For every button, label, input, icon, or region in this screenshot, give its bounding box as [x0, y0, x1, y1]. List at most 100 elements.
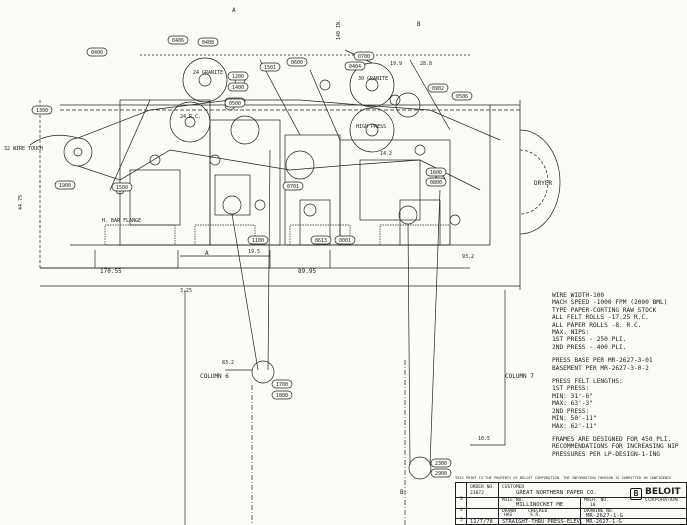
callout-bubble: [227, 71, 249, 81]
revision-4: 4: [460, 508, 463, 513]
dim-14-2: 14.2: [380, 151, 392, 157]
label-column-6: COLUMN 6: [200, 373, 229, 380]
spec-note-line: MACH SPEED -1000 FPM (2000 BML): [552, 299, 668, 307]
callout-bubble: [227, 82, 249, 92]
callout-label: 1800: [276, 393, 288, 399]
mill-name: MILLINOCKET ME: [516, 502, 564, 508]
callout-label: 1300: [36, 108, 48, 114]
drawn-label: DRAWN: [502, 509, 516, 514]
dim-83-2: 83.2: [222, 360, 234, 366]
beloit-logo: B BELOIT CORPORATION: [630, 486, 682, 510]
felt-length-line: MIN: 50'-11": [552, 415, 597, 423]
label-column-7: COLUMN 7: [505, 373, 534, 380]
dim-170-55: 170.55: [100, 268, 122, 275]
felt-length-line: MAX: 62'-11": [552, 422, 597, 430]
customer-name: GREAT NORTHERN PAPER CO.: [516, 490, 597, 496]
callout-label: 1700: [276, 382, 288, 388]
machine-number: 10: [590, 503, 596, 508]
callout-label: 1100: [252, 238, 264, 244]
callout-label: 0404: [349, 64, 361, 70]
spec-note-line: 1ST PRESS - 250 PLI.: [552, 336, 627, 344]
dim-19-5: 19.5: [248, 249, 260, 255]
drawing-number: MR-2627-1-G: [586, 513, 624, 519]
callout-label: 0406: [172, 38, 184, 44]
callout-bubble: [430, 458, 452, 468]
couch-roll: [63, 137, 93, 167]
callout-bubble: [247, 235, 269, 245]
section-marker-b-low: B: [400, 489, 404, 496]
callout-label: 0408: [202, 40, 214, 46]
section-marker-b-top: B: [417, 21, 421, 28]
dim-93-2: 93.2: [462, 254, 474, 260]
callout-bubble: [282, 181, 304, 191]
callout-bubble: [197, 37, 219, 47]
felt-lengths: 1ST PRESS: MIN: 31'-6" MAX: 63'-3"2ND PR…: [552, 385, 684, 429]
title-block: ORDER NO. 23872 CUSTOMER GREAT NORTHERN …: [455, 482, 687, 525]
callout-bubble: [425, 177, 447, 187]
felt-length-line: MIN: 31'-6": [552, 392, 593, 400]
label-granite-right: 30 GRANITE: [358, 76, 388, 82]
confidentiality-notice: THIS PRINT IS THE PROPERTY OF BELOIT COR…: [455, 476, 672, 480]
callout-label: 2300: [435, 461, 447, 467]
dim-3-25: 3.25: [180, 288, 192, 294]
machine-label: MACH. NO.: [584, 498, 609, 503]
checked-by: S.R.: [530, 513, 542, 518]
section-marker-a-top: A: [232, 7, 236, 14]
felt-length-line: 1ST PRESS:: [552, 385, 590, 393]
label-wire-touch: 32 WIRE TOUCH: [4, 146, 43, 152]
callout-bubble: [111, 182, 133, 192]
callout-label: 0800: [430, 180, 442, 186]
press-note-line: BASEMENT PER MR-2627-3-0-2: [552, 364, 649, 372]
spec-note-line: ALL FELT ROLLS -17.25 R.C.: [552, 314, 649, 322]
drawing-number-label: DRAWING NO.: [584, 509, 615, 514]
callout-label: 0613: [315, 238, 327, 244]
frame-note-line: PRESSURES PER LP-DESIGN-1-ING: [552, 450, 661, 458]
felt-lengths-heading: PRESS FELT LENGTHS:: [552, 378, 623, 386]
rc-roll: [169, 101, 211, 143]
callout-label: 1200: [232, 74, 244, 80]
drawing-description: STRAIGHT-THRU PRESS-ELEV.: [502, 519, 584, 525]
revision-3: 3: [460, 497, 463, 502]
press-note-line: PRESS BASE PER MR-2627-3-01: [552, 357, 653, 365]
dryer-cylinder: [519, 129, 561, 235]
checked-label: CHECKED: [528, 509, 548, 514]
company-subtitle: CORPORATION: [645, 498, 678, 503]
spec-note-line: MAX. NIPS:: [552, 329, 590, 337]
callout-bubble: [451, 91, 473, 101]
drawing-date: 11/7/78: [470, 519, 493, 525]
callout-label: 1600: [430, 170, 442, 176]
frame-design-note: FRAMES ARE DESIGNED FOR 450 PLI.RECOMMEN…: [552, 436, 684, 458]
label-granite-top: 24 GRANITE: [193, 70, 223, 76]
note-bar-flange: H. BAR FLANGE: [102, 218, 141, 224]
callout-label: 0700: [358, 54, 370, 60]
dim-10-5: 10.5: [478, 436, 490, 442]
callout-bubble: [224, 98, 246, 108]
revision-5: 5: [460, 518, 463, 523]
felt-stretch-roll-right: [408, 456, 432, 480]
callout-label: 1900: [59, 183, 71, 189]
dim-89-95: 89.95: [298, 268, 316, 275]
callout-label: 1400: [232, 85, 244, 91]
frame-note-line: FRAMES ARE DESIGNED FOR 450 PLI.: [552, 435, 672, 443]
order-number: 23872: [470, 491, 484, 496]
dim-28-8: 28.8: [420, 61, 432, 67]
callout-label: 1501: [264, 65, 276, 71]
callout-bubble: [425, 167, 447, 177]
beloit-logo-icon: B: [630, 488, 642, 500]
callout-bubble: [334, 235, 356, 245]
callout-bubble: [353, 51, 375, 61]
label-high-press: HIGH PRESS: [356, 124, 386, 130]
dim-140-in: 140 IN.: [336, 19, 342, 40]
frame-note-line: RECOMMENDATIONS FOR INCREASING NIP: [552, 443, 679, 451]
spec-note-line: 2ND PRESS - 400 PLI.: [552, 343, 627, 351]
callout-bubble: [259, 62, 281, 72]
mill-label: MILL NO.: [502, 498, 525, 503]
label-rc-roll: 24 R.C.: [180, 114, 201, 120]
spec-note-line: WIRE WIDTH-100: [552, 292, 605, 299]
callout-bubble: [271, 390, 293, 400]
felt-length-line: MAX: 63'-3": [552, 400, 593, 408]
callout-bubble: [430, 468, 452, 478]
callout-label: 0001: [339, 238, 351, 244]
